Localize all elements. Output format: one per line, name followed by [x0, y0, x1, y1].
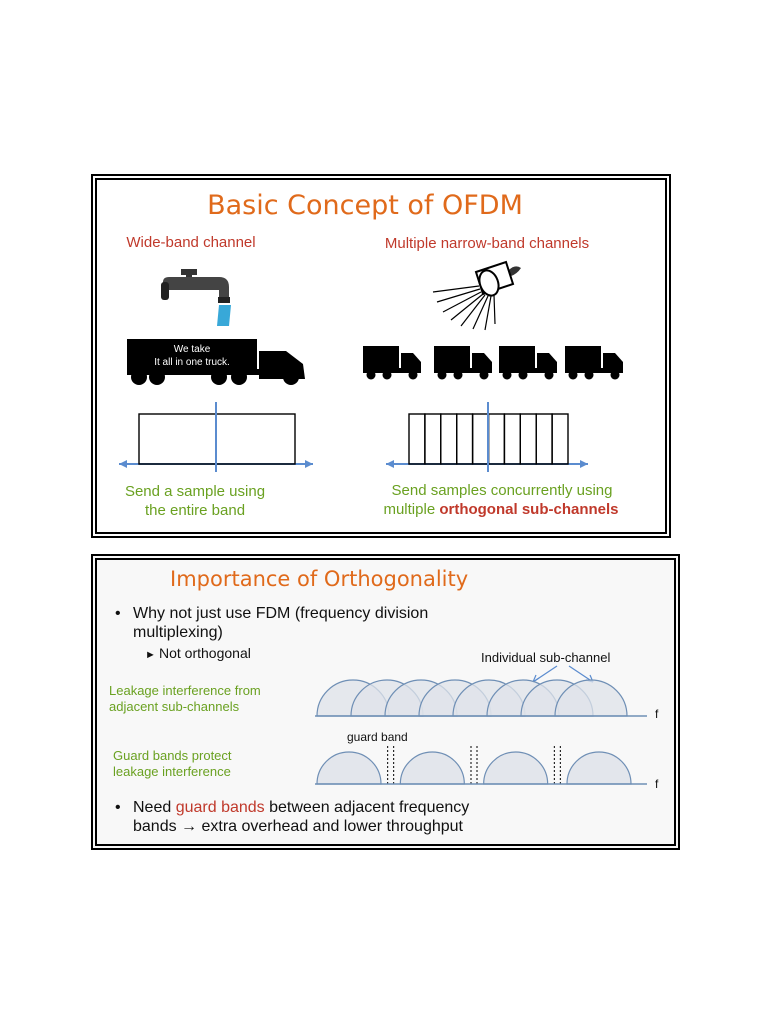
narrow-subchannel-bar: [441, 414, 457, 464]
ofdm-concept-slide: Basic Concept of OFDM Wide-band channel …: [91, 174, 671, 538]
truck-icon: [565, 346, 623, 380]
guard-label-line1: Guard bands protect: [113, 748, 232, 763]
caption-prefix: multiple: [383, 501, 439, 518]
frequency-label: f: [655, 777, 659, 791]
narrow-subchannel-bar: [504, 414, 520, 464]
truck-icon: We take It all in one truck.: [127, 339, 305, 385]
narrow-band-heading: Multiple narrow-band channels: [385, 235, 589, 252]
narrow-subchannel-bar: [409, 414, 425, 464]
caption-emphasis: orthogonal sub-channels: [439, 501, 618, 518]
shower-head-icon: [433, 262, 521, 330]
label-pointer-arrows: [533, 666, 593, 682]
subchannel-arch: [400, 752, 464, 784]
narrow-band-caption-line2: multiple orthogonal sub-channels: [383, 501, 618, 518]
faucet-icon: [161, 269, 231, 326]
narrow-subchannel-bar: [457, 414, 473, 464]
wide-band-spectrum: [119, 402, 313, 472]
frequency-label: f: [655, 707, 659, 721]
subchannel-arch: [567, 752, 631, 784]
bullet2-suffix: between adjacent frequency: [265, 799, 470, 816]
wide-band-heading: Wide-band channel: [126, 234, 255, 251]
orthogonality-diagram: Importance of Orthogonality • Why not ju…: [91, 554, 680, 850]
ofdm-concept-diagram: Basic Concept of OFDM Wide-band channel …: [91, 174, 671, 538]
bullet2-emphasis: guard bands: [176, 799, 265, 816]
narrow-band-caption-line1: Send samples concurrently using: [392, 482, 613, 499]
small-trucks: [363, 346, 623, 380]
truck-icon: [499, 346, 557, 380]
slide-title: Basic Concept of OFDM: [207, 190, 523, 221]
individual-subchannel-label: Individual sub-channel: [481, 650, 610, 665]
narrow-subchannel-bar: [536, 414, 552, 464]
wide-band-caption-line2: the entire band: [145, 502, 245, 519]
guarded-subchannels: [317, 746, 631, 784]
narrow-subchannel-bar: [473, 414, 489, 464]
sub-bullet: Not orthogonal: [159, 645, 251, 661]
narrow-band-spectrum: [386, 402, 588, 472]
narrow-subchannel-bar: [489, 414, 505, 464]
leakage-label-line1: Leakage interference from: [109, 683, 261, 698]
narrow-subchannel-bar: [552, 414, 568, 464]
narrow-subchannel-bar: [520, 414, 536, 464]
guard-band-label: guard band: [347, 730, 408, 744]
truck-icon: [434, 346, 492, 380]
overlapping-subchannels: [317, 680, 627, 716]
bullet2-prefix: Need: [133, 799, 176, 816]
truck-icon: [363, 346, 421, 380]
bullet2-line1: Need guard bands between adjacent freque…: [133, 799, 469, 816]
wide-band-caption-line1: Send a sample using: [125, 483, 265, 500]
orthogonality-slide: Importance of Orthogonality • Why not ju…: [91, 554, 680, 850]
truck-text-line1: We take: [174, 344, 211, 355]
slide-title: Importance of Orthogonality: [170, 567, 468, 591]
bullet1-line1: Why not just use FDM (frequency division: [133, 605, 428, 622]
guard-label-line2: leakage interference: [113, 764, 231, 779]
truck-text-line2: It all in one truck.: [154, 357, 230, 368]
subchannel-arch: [317, 752, 381, 784]
bullet-dot: •: [115, 799, 121, 816]
leakage-label-line2: adjacent sub-channels: [109, 699, 240, 714]
subchannel-arch: [484, 752, 548, 784]
narrow-subchannel-bar: [425, 414, 441, 464]
bullet-dot: •: [115, 605, 121, 622]
sub-bullet-marker: ►: [145, 649, 156, 661]
bullet2-line2: bands → extra overhead and lower through…: [133, 818, 464, 835]
bullet1-line2: multiplexing): [133, 624, 223, 641]
